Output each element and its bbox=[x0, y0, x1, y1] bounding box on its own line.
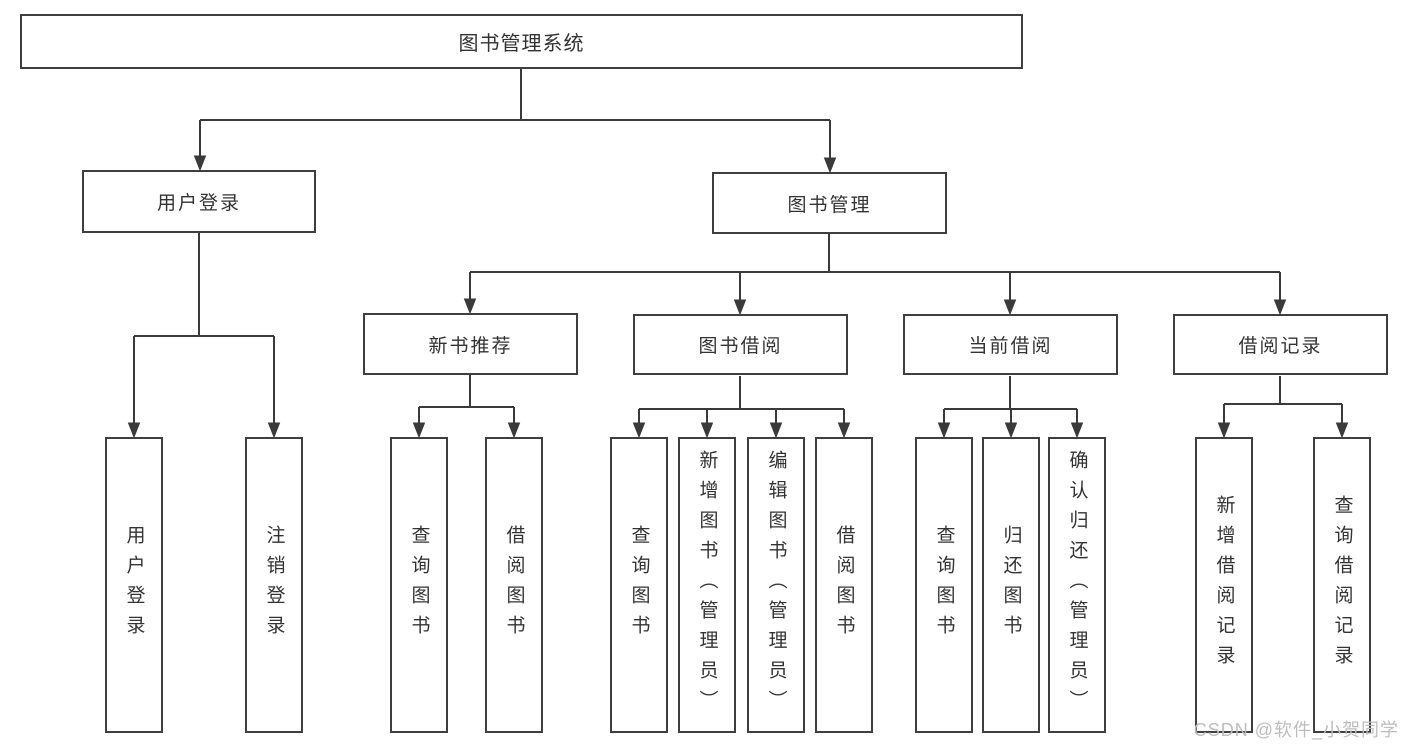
leaf-newrec-query-books: 查询图书 bbox=[390, 437, 448, 733]
leaf-records-query-record-label: 查询借阅记录 bbox=[1331, 495, 1353, 675]
leaf-user-login: 用户登录 bbox=[105, 437, 163, 733]
node-borrowing-records: 借阅记录 bbox=[1173, 314, 1388, 375]
leaf-borrow-edit-books-admin-label: 编辑图书（管理员） bbox=[765, 450, 787, 720]
leaf-current-confirm-return-admin-label: 确认归还（管理员） bbox=[1066, 450, 1088, 720]
leaf-newrec-query-books-label: 查询图书 bbox=[408, 525, 430, 645]
node-user-login: 用户登录 bbox=[82, 170, 316, 233]
leaf-newrec-borrow-books: 借阅图书 bbox=[485, 437, 543, 733]
leaf-current-query-books-label: 查询图书 bbox=[933, 525, 955, 645]
leaf-borrow-add-books-admin-label: 新增图书（管理员） bbox=[696, 450, 718, 720]
leaf-borrow-borrow-books-label: 借阅图书 bbox=[833, 525, 855, 645]
leaf-borrow-query-books: 查询图书 bbox=[610, 437, 668, 733]
watermark-text: CSDN @软件_小贺同学 bbox=[1193, 720, 1399, 740]
node-new-book-recommendation: 新书推荐 bbox=[363, 313, 578, 375]
leaf-records-add-record-label: 新增借阅记录 bbox=[1213, 495, 1235, 675]
arrowheads bbox=[127, 155, 1349, 439]
node-book-borrowing: 图书借阅 bbox=[633, 314, 848, 375]
leaf-borrow-borrow-books: 借阅图书 bbox=[815, 437, 873, 733]
node-current-borrowing: 当前借阅 bbox=[903, 314, 1118, 375]
leaf-current-query-books: 查询图书 bbox=[915, 437, 973, 733]
leaf-records-query-record: 查询借阅记录 bbox=[1313, 437, 1371, 733]
leaf-current-return-books-label: 归还图书 bbox=[1000, 525, 1022, 645]
leaf-logout-label: 注销登录 bbox=[263, 525, 285, 645]
node-book-management: 图书管理 bbox=[712, 172, 947, 234]
leaf-logout: 注销登录 bbox=[245, 437, 303, 733]
leaf-records-add-record: 新增借阅记录 bbox=[1195, 437, 1253, 733]
leaf-newrec-borrow-books-label: 借阅图书 bbox=[503, 525, 525, 645]
leaf-current-confirm-return-admin: 确认归还（管理员） bbox=[1048, 437, 1106, 733]
leaf-borrow-add-books-admin: 新增图书（管理员） bbox=[678, 437, 736, 733]
leaf-current-return-books: 归还图书 bbox=[982, 437, 1040, 733]
node-library-management-system: 图书管理系统 bbox=[20, 14, 1023, 69]
leaf-user-login-label: 用户登录 bbox=[123, 525, 145, 645]
leaf-borrow-edit-books-admin: 编辑图书（管理员） bbox=[747, 437, 805, 733]
leaf-borrow-query-books-label: 查询图书 bbox=[628, 525, 650, 645]
